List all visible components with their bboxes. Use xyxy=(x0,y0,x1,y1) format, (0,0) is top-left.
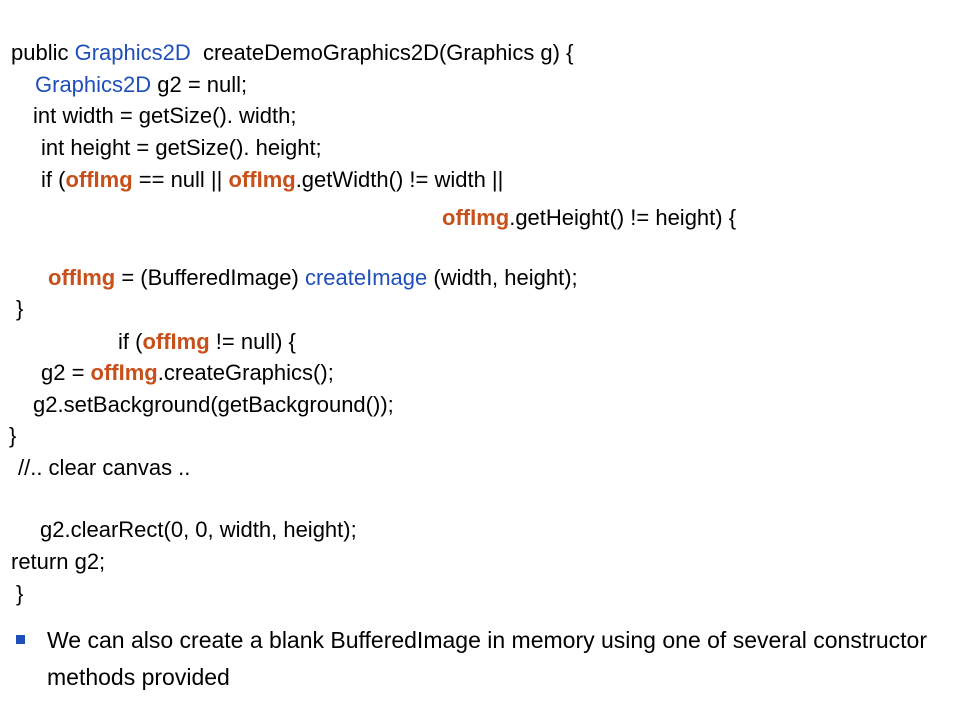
code-line-12: } xyxy=(9,423,17,448)
code-token: == null || xyxy=(132,167,229,192)
code-line-10: g2 = offImg.createGraphics(); xyxy=(41,360,334,386)
code-token-method: createImage xyxy=(304,265,428,290)
code-token: != null) { xyxy=(209,329,296,354)
code-line-11: g2.setBackground(getBackground()); xyxy=(33,392,394,417)
code-token: public xyxy=(11,40,75,65)
code-token-variable: offImg xyxy=(90,360,158,385)
code-line-5: if (offImg == null || offImg.getWidth() … xyxy=(41,167,503,193)
code-token: createDemoGraphics2D(Graphics g) { xyxy=(190,40,574,65)
code-token-variable: offImg xyxy=(228,167,296,192)
code-token: g2 = xyxy=(41,360,91,385)
code-line-1: public Graphics2D createDemoGraphics2D(G… xyxy=(11,40,573,66)
code-token: if ( xyxy=(118,329,143,354)
code-line-4: int height = getSize(). height; xyxy=(41,135,322,160)
code-token-variable: offImg xyxy=(142,329,210,354)
code-line-7: offImg = (BufferedImage) createImage (wi… xyxy=(48,265,578,291)
code-token-variable: offImg xyxy=(48,265,116,290)
code-line-8: } xyxy=(16,296,24,321)
code-line-14: g2.clearRect(0, 0, width, height); xyxy=(40,517,357,542)
code-line-13: //.. clear canvas .. xyxy=(18,455,191,480)
code-token: .createGraphics(); xyxy=(157,360,334,385)
code-token: if ( xyxy=(41,167,66,192)
code-line-6: offImg.getHeight() != height) { xyxy=(442,205,736,231)
code-line-3: int width = getSize(). width; xyxy=(33,103,297,128)
code-token: g2 = null; xyxy=(151,72,248,97)
code-line-9: if (offImg != null) { xyxy=(118,329,296,355)
code-token-variable: offImg xyxy=(65,167,133,192)
code-token: .getWidth() != width || xyxy=(295,167,504,192)
code-line-2: Graphics2D g2 = null; xyxy=(35,72,247,98)
code-line-15: return g2; xyxy=(11,549,106,574)
code-token-type: Graphics2D xyxy=(35,72,152,97)
code-token: = (BufferedImage) xyxy=(115,265,305,290)
code-token-type: Graphics2D xyxy=(74,40,191,65)
code-token: (width, height); xyxy=(427,265,578,290)
square-bullet-icon xyxy=(16,635,25,644)
code-line-16: } xyxy=(16,581,24,606)
bullet-text: We can also create a blank BufferedImage… xyxy=(47,627,927,690)
code-token-variable: offImg xyxy=(442,205,510,230)
code-token: .getHeight() != height) { xyxy=(509,205,737,230)
